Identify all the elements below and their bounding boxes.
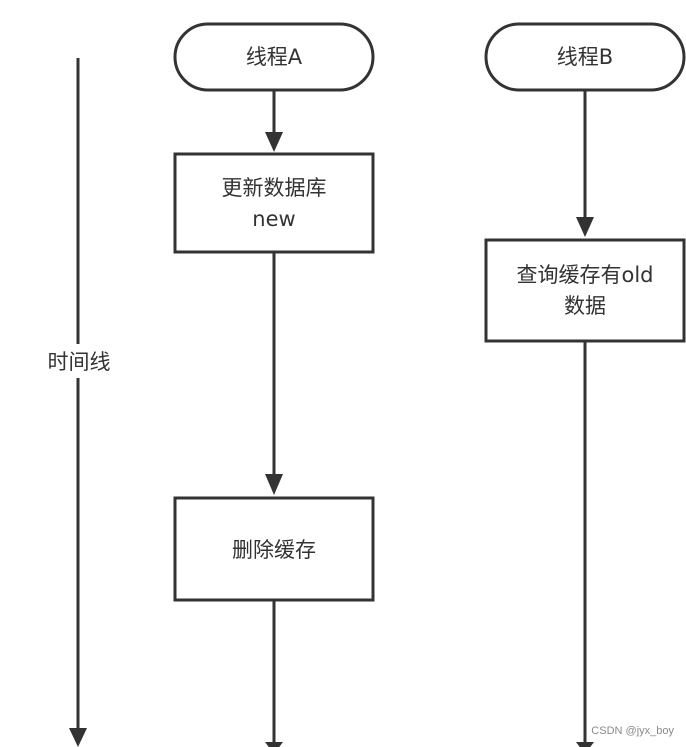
thread-a-arrow-1-head [265, 132, 283, 152]
delete-cache-label: 删除缓存 [232, 538, 316, 562]
timeline-label-bg [40, 344, 118, 378]
thread-b-lane: 线程B 查询缓存有old 数据 [484, 22, 686, 747]
query-cache-label-line-2: 数据 [564, 294, 606, 318]
thread-a-arrow-2-head [265, 474, 283, 495]
thread-b-arrow-1-head [576, 217, 594, 237]
timeline: 时间线 [40, 58, 118, 747]
thread-b-tail-arrowhead [576, 742, 594, 747]
timeline-arrowhead [69, 728, 87, 747]
update-database-label-line-1: 更新数据库 [222, 176, 327, 200]
watermark: CSDN @jyx_boy [591, 725, 674, 737]
query-cache-node [484, 238, 686, 343]
thread-b-title: 线程B [557, 45, 613, 69]
thread-a-lane: 线程A 更新数据库 new 删除缓存 [173, 22, 375, 747]
thread-a-tail-arrowhead [265, 742, 283, 747]
thread-a-title: 线程A [246, 45, 303, 69]
query-cache-label-line-1: 查询缓存有old [516, 263, 653, 287]
timeline-label: 时间线 [48, 350, 111, 374]
update-database-label-line-2: new [252, 207, 295, 231]
delete-cache-node [173, 496, 375, 602]
update-database-node [173, 152, 375, 254]
